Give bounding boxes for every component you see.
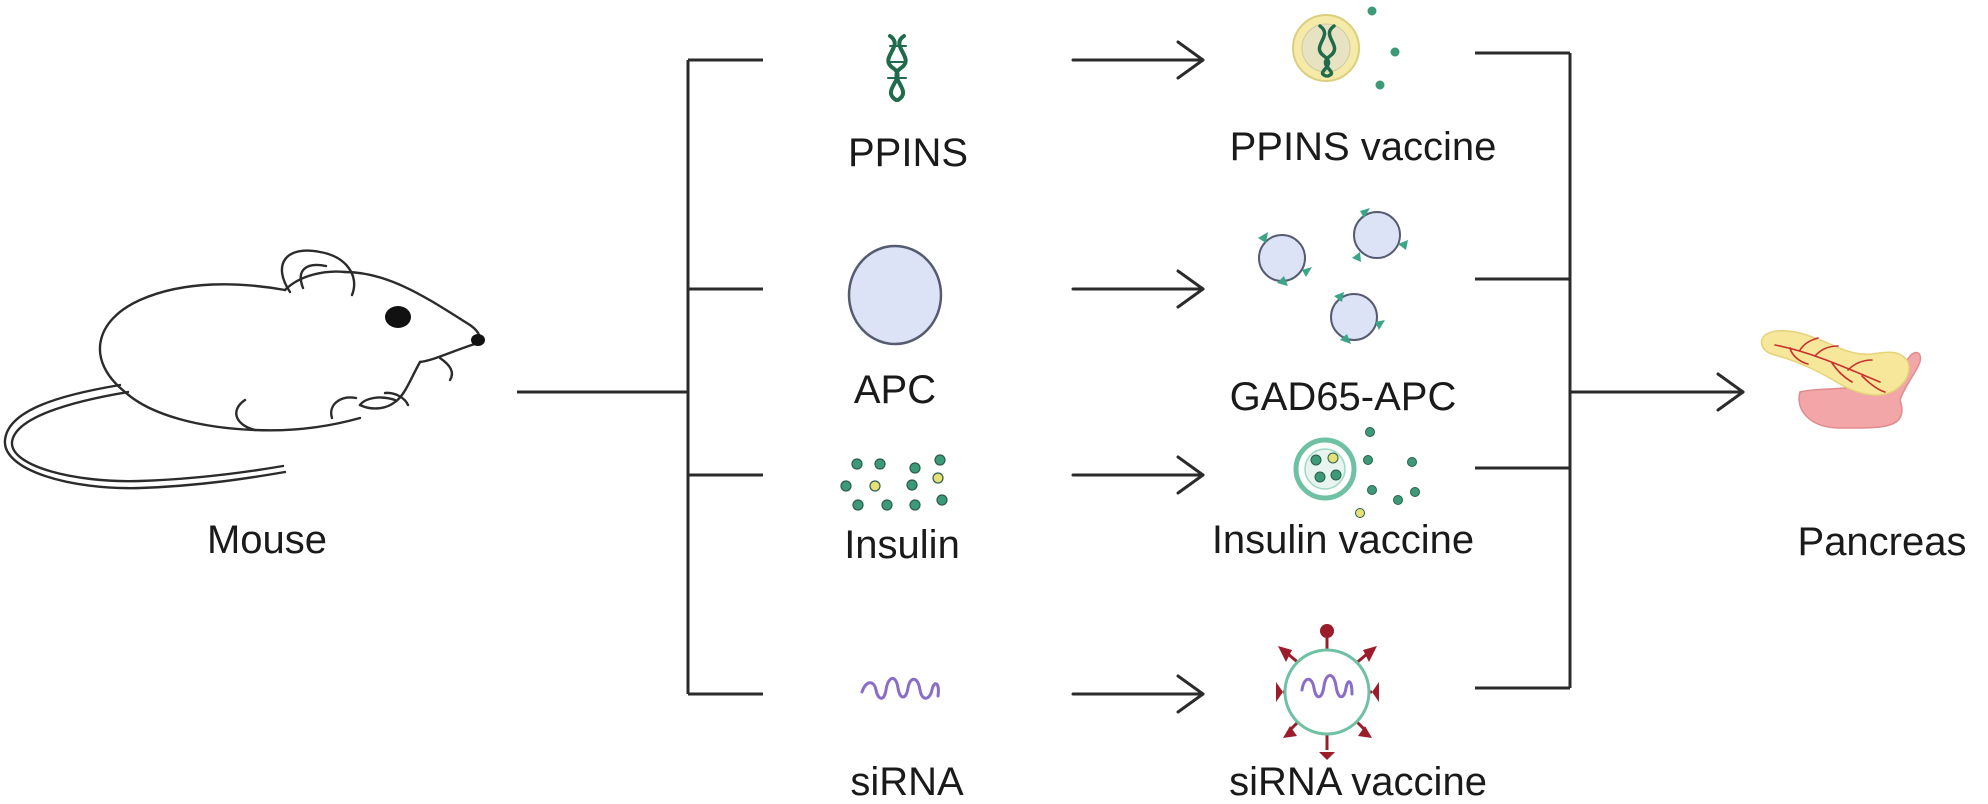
dna-nanoparticle-icon <box>1292 6 1400 90</box>
arrow-sirna <box>1071 674 1205 714</box>
insulin-nanoparticle-icon <box>1293 427 1420 518</box>
sirna-vaccine-label: siRNA vaccine <box>1229 760 1487 804</box>
mouse-label: Mouse <box>206 518 328 562</box>
mouse-icon <box>3 249 481 490</box>
mouse-nose <box>471 334 485 346</box>
insulin-vaccine-label: Insulin vaccine <box>1211 518 1475 562</box>
ppins-label: PPINS <box>847 131 969 175</box>
sirna-label: siRNA <box>850 760 964 804</box>
pancreas-icon <box>1760 330 1922 429</box>
pancreas-label: Pancreas <box>1797 520 1967 564</box>
arrow-insulin <box>1071 455 1205 495</box>
cell-icon <box>847 244 943 346</box>
arrows-middle <box>1071 40 1205 714</box>
gad65-apc-label: GAD65-APC <box>1229 375 1457 419</box>
insulin-particles-icon <box>840 454 948 511</box>
arrow-ppins <box>1071 40 1205 80</box>
apc-label: APC <box>853 368 937 412</box>
arrow-pancreas <box>1568 372 1745 412</box>
left-connector <box>517 58 763 696</box>
mouse-eye <box>385 306 411 328</box>
dna-helix-icon <box>886 34 908 102</box>
ppins-vaccine-label: PPINS vaccine <box>1229 125 1497 169</box>
sirna-nanoparticle-icon <box>1276 624 1379 760</box>
insulin-label: Insulin <box>844 523 960 567</box>
antigen-presenting-cells-icon <box>1258 208 1408 344</box>
arrow-apc <box>1071 269 1205 309</box>
rna-strand-icon <box>860 677 940 700</box>
right-connector <box>1475 51 1733 690</box>
